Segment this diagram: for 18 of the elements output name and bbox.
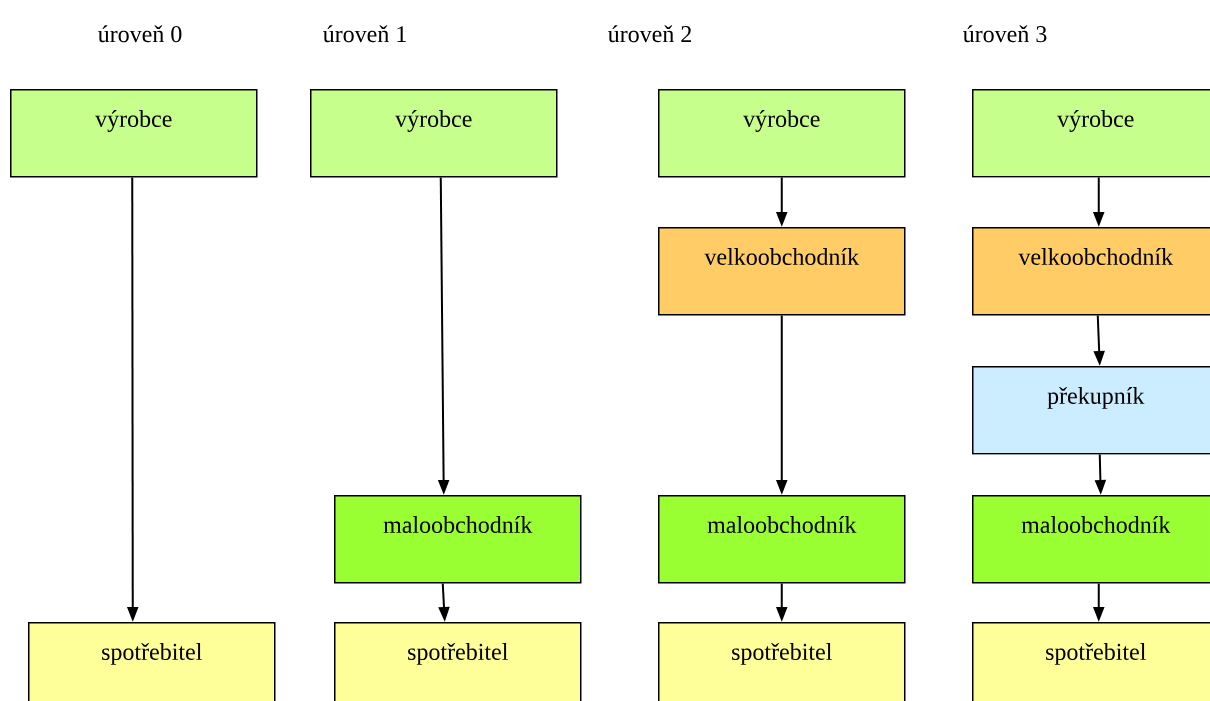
process-box: výrobce — [310, 89, 558, 178]
process-box: spotřebitel — [972, 622, 1210, 701]
process-box: maloobchodník — [334, 495, 582, 584]
process-box: velkoobchodník — [972, 227, 1210, 316]
process-box: maloobchodník — [658, 495, 906, 584]
level-heading: úroveň 0 — [98, 25, 182, 43]
process-box: velkoobchodník — [658, 227, 906, 316]
level-heading: úroveň 2 — [608, 25, 691, 43]
process-box: spotřebitel — [334, 622, 582, 701]
process-box: překupník — [972, 366, 1210, 455]
process-box: výrobce — [972, 89, 1210, 178]
process-box: výrobce — [10, 89, 258, 178]
process-box: maloobchodník — [972, 495, 1210, 584]
level-heading: úroveň 1 — [323, 25, 406, 43]
level-heading: úroveň 3 — [963, 25, 1047, 43]
process-box: spotřebitel — [28, 622, 276, 701]
process-box: výrobce — [658, 89, 906, 178]
process-box: spotřebitel — [658, 622, 906, 701]
